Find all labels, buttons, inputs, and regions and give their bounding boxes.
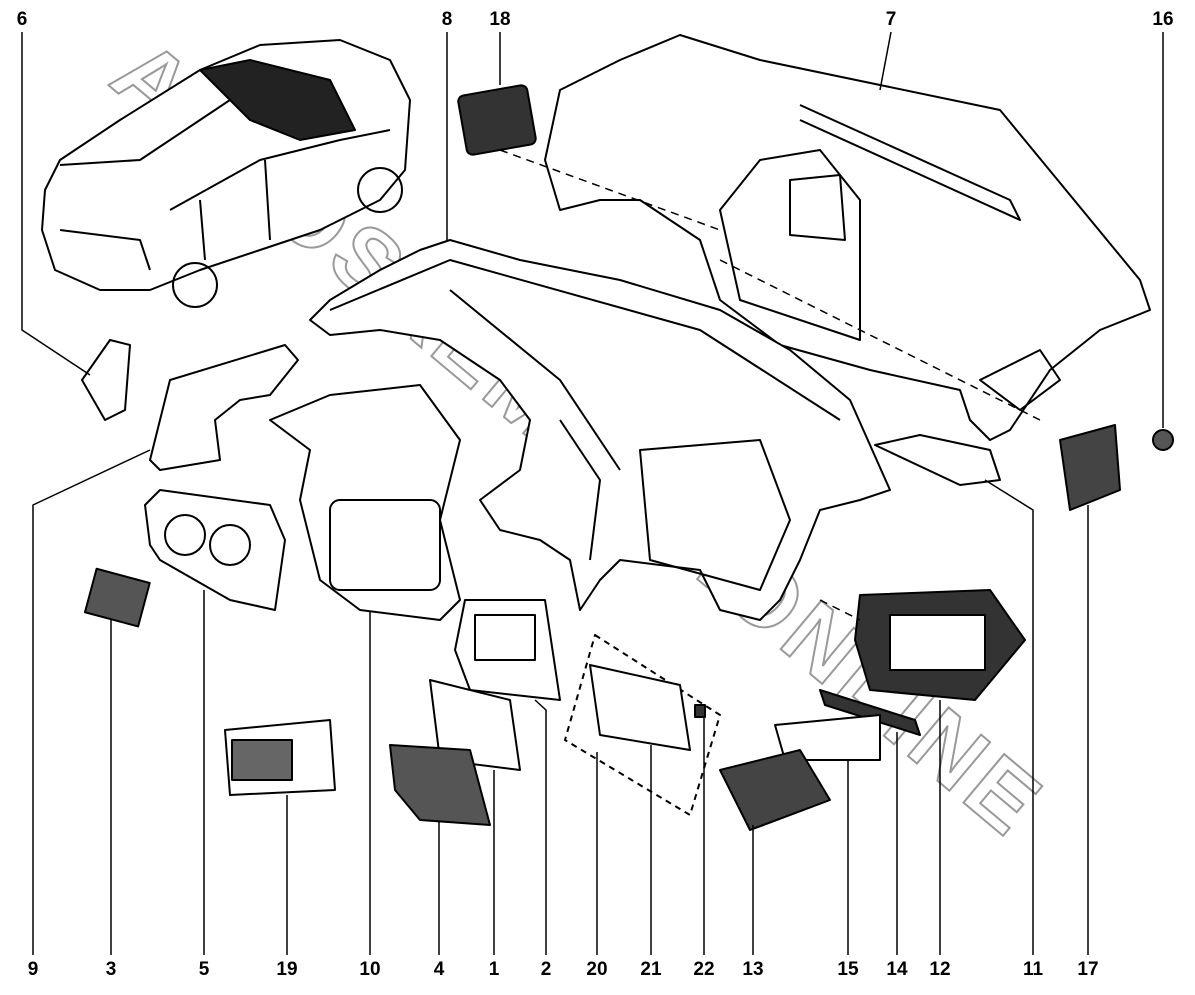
part-3-switch — [83, 567, 151, 628]
part-8-crossmember — [309, 239, 891, 621]
callout-10: 10 — [359, 959, 381, 980]
part-9-cluster-hood — [149, 344, 299, 471]
part-22-clip — [694, 704, 706, 718]
callout-5: 5 — [198, 959, 210, 980]
leader-lines — [21, 31, 1164, 955]
callout-14: 14 — [886, 959, 908, 980]
part-4-console — [389, 744, 491, 826]
vehicle-illustration — [41, 39, 411, 308]
callout-13: 13 — [742, 959, 764, 980]
callout-16: 16 — [1152, 9, 1174, 30]
part-13-mat — [719, 749, 831, 831]
callout-9: 9 — [27, 959, 39, 980]
callout-22: 22 — [693, 959, 715, 980]
callout-7: 7 — [885, 9, 897, 30]
part-10-opening — [329, 499, 441, 591]
callout-1: 1 — [488, 959, 500, 980]
callout-18: 18 — [489, 9, 511, 30]
callout-4: 4 — [433, 959, 445, 980]
part-5-cluster — [144, 489, 286, 611]
part-6-side-cover — [81, 339, 131, 421]
callout-19: 19 — [276, 959, 298, 980]
callout-21: 21 — [640, 959, 662, 980]
part-10-trim — [269, 384, 461, 621]
part-20-group-outline — [564, 634, 721, 816]
part-21-panel — [589, 664, 691, 751]
part-18-vent — [457, 84, 537, 156]
callout-17: 17 — [1077, 959, 1099, 980]
part-15-bracket — [774, 714, 881, 761]
callout-8: 8 — [441, 9, 453, 30]
callout-15: 15 — [837, 959, 859, 980]
callout-11: 11 — [1022, 959, 1044, 980]
callout-12: 12 — [929, 959, 951, 980]
part-1-frame — [429, 679, 521, 771]
part-14-strip — [819, 689, 921, 736]
callout-3: 3 — [105, 959, 117, 980]
assembly-lines — [499, 149, 1041, 621]
part-17-vent — [1059, 424, 1121, 511]
part-2-frame — [454, 599, 561, 701]
part-16-plug — [1152, 429, 1174, 451]
callout-2: 2 — [540, 959, 552, 980]
part-11-bracket — [874, 434, 1001, 486]
callout-6: 6 — [16, 9, 28, 30]
part-7-upper-panel — [544, 34, 1151, 441]
callout-20: 20 — [586, 959, 608, 980]
